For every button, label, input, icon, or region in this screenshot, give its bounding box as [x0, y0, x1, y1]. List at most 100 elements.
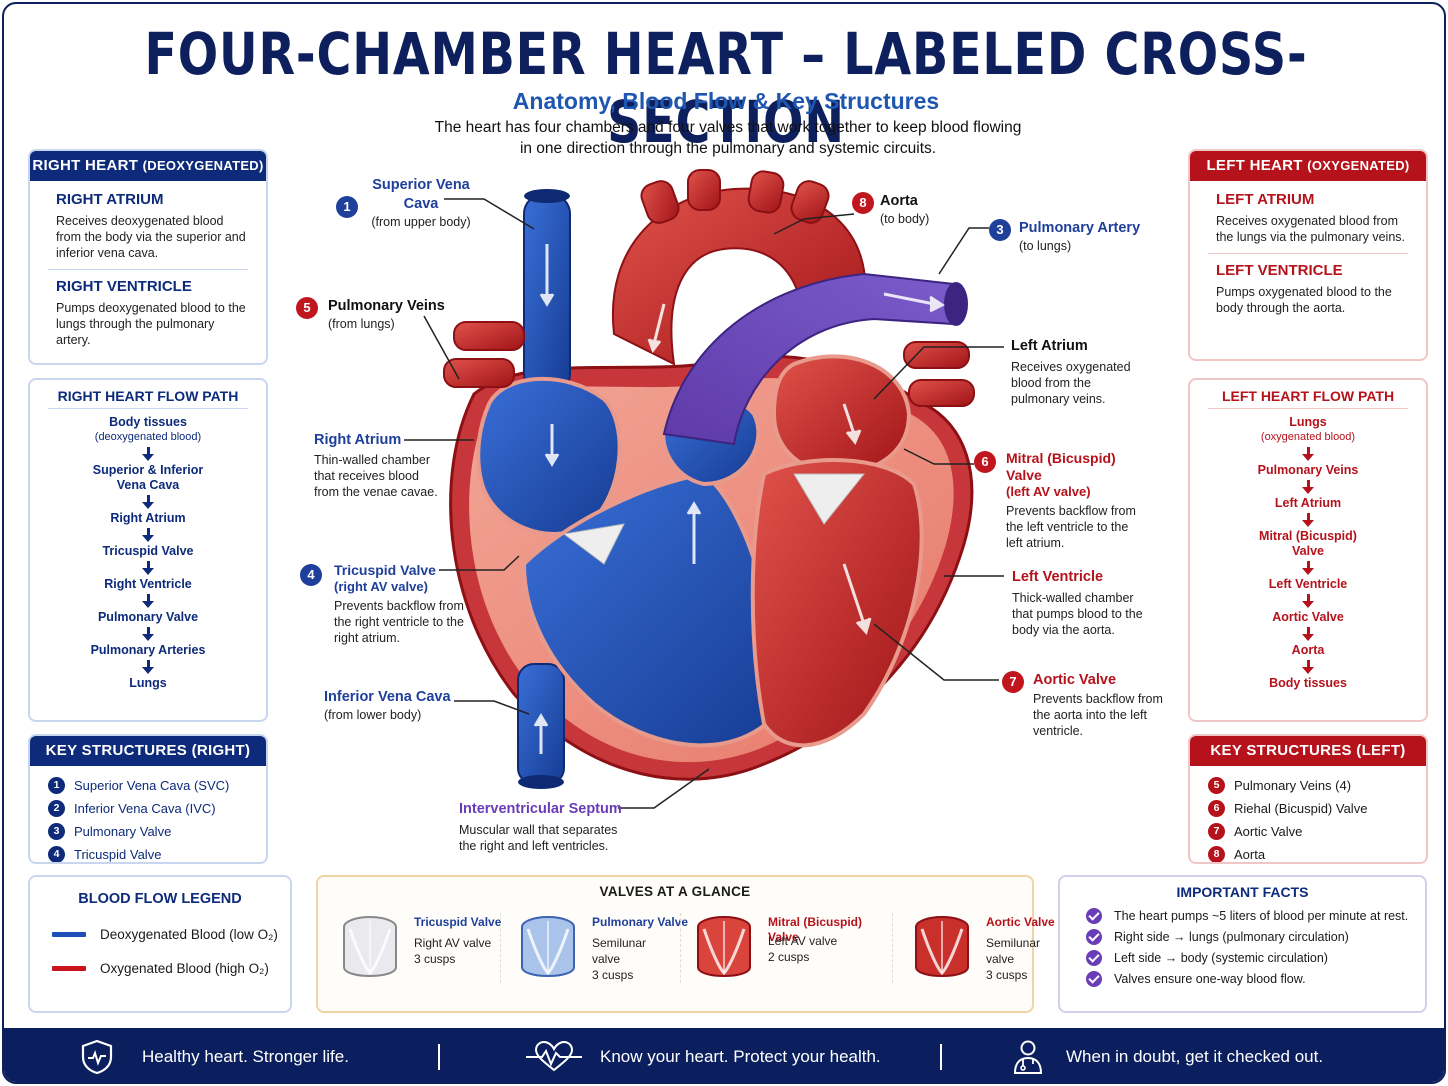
- left-flow-step: Aortic Valve: [1272, 610, 1344, 624]
- facts-title: IMPORTANT FACTS: [1176, 884, 1309, 900]
- right-ventricle-text: Pumps deoxygenated blood to the lungs th…: [56, 301, 246, 347]
- down-arrow-icon: [30, 493, 266, 511]
- down-arrow-icon: [1190, 559, 1426, 577]
- check-icon: [1086, 971, 1102, 987]
- footer-separator-2: [940, 1044, 942, 1070]
- label-aorta: 8 Aorta (to body): [852, 192, 952, 227]
- legend-deoxy-swatch: [52, 931, 86, 937]
- valve-type: Semilunar valve: [592, 936, 647, 966]
- valve-name: Aortic Valve: [986, 915, 1055, 929]
- right-flow-step: Pulmonary Arteries: [90, 643, 206, 657]
- right-heart-header-sub: (DEOXYGENATED): [142, 158, 264, 173]
- fact-text: Left side → body (systemic circulation): [1114, 951, 1328, 965]
- left-flow-list: Lungs (oxygenated blood) Pulmonary Veins…: [1190, 409, 1426, 691]
- label-pulm-artery-sub: (to lungs): [1019, 239, 1072, 253]
- left-atrium-title: LEFT ATRIUM: [1216, 191, 1315, 208]
- key-right-title: KEY STRUCTURES (RIGHT): [30, 736, 266, 766]
- label-septum-text: Muscular wall that separates the right a…: [459, 823, 618, 853]
- pulm-vein-left-1: [453, 321, 525, 351]
- label-pulm-veins-sub: (from lungs): [328, 317, 395, 331]
- key-structure-num: 2: [48, 800, 65, 817]
- key-structure-label: Superior Vena Cava (SVC): [74, 778, 230, 793]
- down-arrow-icon: [1190, 658, 1426, 676]
- label-left-atrium-text: Receives oxygenated blood from the pulmo…: [1011, 360, 1131, 406]
- right-atrium-title: RIGHT ATRIUM: [56, 191, 164, 208]
- valve-cusps: 3 cusps: [592, 968, 634, 982]
- right-heart-panel: RIGHT HEART (DEOXYGENATED) RIGHT ATRIUM …: [28, 149, 268, 365]
- valve-divider: [680, 913, 681, 983]
- key-structure-label: Pulmonary Valve: [74, 824, 172, 839]
- legend-oxy-label: Oxygenated Blood (high O₂): [100, 960, 269, 976]
- left-flow-step: Left Ventricle: [1268, 577, 1348, 591]
- valve-divider: [500, 913, 501, 983]
- valve-type: Left AV valve: [768, 934, 838, 948]
- legend-deoxy: Deoxygenated Blood (low O₂): [52, 917, 290, 951]
- fact-item: Right side → lungs (pulmonary circulatio…: [1086, 929, 1409, 945]
- key-structure-num: 3: [48, 823, 65, 840]
- key-structure-num: 8: [1208, 846, 1225, 862]
- check-icon: [1086, 929, 1102, 945]
- legend-oxy: Oxygenated Blood (high O₂): [52, 951, 290, 985]
- down-arrow-icon: [30, 526, 266, 544]
- label-pulm-veins: 5 Pulmonary Veins (from lungs): [296, 297, 456, 332]
- label-svc-title: Superior Vena Cava: [372, 177, 470, 212]
- flow-arrows: [533, 244, 945, 754]
- right-ventricle-title: RIGHT VENTRICLE: [56, 278, 192, 295]
- down-arrow-icon: [1190, 478, 1426, 496]
- right-flow-step: Right Atrium: [110, 511, 186, 525]
- label-tricuspid-text: Prevents backflow from the right ventric…: [334, 599, 464, 645]
- label-right-atrium-text: Thin-walled chamber that receives blood …: [314, 453, 438, 499]
- key-structure-label: Riehal (Bicuspid) Valve: [1234, 801, 1368, 816]
- label-aorta-num: 8: [852, 192, 874, 214]
- label-tricuspid-title: Tricuspid Valve: [334, 562, 436, 578]
- fact-item: The heart pumps ~5 liters of blood per m…: [1086, 908, 1409, 924]
- label-pulm-artery-num: 3: [989, 219, 1011, 241]
- valve-cusps: 3 cusps: [986, 968, 1028, 982]
- left-flow-step: Mitral (Bicuspid) Valve: [1259, 529, 1357, 558]
- aorta-branch-4: [790, 180, 830, 224]
- label-pulm-veins-num: 5: [296, 297, 318, 319]
- left-heart-header-sub: (OXYGENATED): [1307, 158, 1410, 173]
- left-flow-step: Body tissues: [1269, 676, 1347, 690]
- key-structure-item: 3 Pulmonary Valve: [48, 820, 266, 843]
- label-septum-title: Interventricular Septum: [459, 801, 622, 817]
- fact-text: Right side → lungs (pulmonary circulatio…: [1114, 930, 1349, 944]
- footer-text-1: Healthy heart. Stronger life.: [142, 1047, 349, 1066]
- down-arrow-icon: [1190, 511, 1426, 529]
- label-left-ventricle: Left Ventricle Thick-walled chamber that…: [1012, 568, 1152, 638]
- fact-text: The heart pumps ~5 liters of blood per m…: [1114, 909, 1409, 923]
- label-svc: 1 Superior Vena Cava (from upper body): [334, 176, 484, 230]
- label-mitral-text: Prevents backflow from the left ventricl…: [1006, 504, 1136, 550]
- pulmonary-artery-opening: [944, 282, 968, 326]
- down-arrow-icon: [30, 625, 266, 643]
- right-heart-header: RIGHT HEART (DEOXYGENATED): [30, 151, 266, 181]
- label-aortic-valve-text: Prevents backflow from the aorta into th…: [1033, 692, 1163, 738]
- right-flow-step: Right Ventricle: [104, 577, 192, 591]
- check-icon: [1086, 908, 1102, 924]
- facts-list: The heart pumps ~5 liters of blood per m…: [1060, 908, 1425, 987]
- label-right-atrium: Right Atrium Thin-walled chamber that re…: [314, 431, 444, 500]
- down-arrow-icon: [30, 559, 266, 577]
- left-heart-header-main: LEFT HEART: [1206, 157, 1303, 174]
- left-flow-title: LEFT HEART FLOW PATH: [1221, 388, 1395, 404]
- left-ventricle-title: LEFT VENTRICLE: [1216, 262, 1343, 279]
- valves-title: VALVES AT A GLANCE: [599, 884, 751, 899]
- fact-text: Valves ensure one-way blood flow.: [1114, 972, 1306, 986]
- label-left-atrium: Left Atrium Receives oxygenated blood fr…: [1011, 337, 1141, 407]
- key-structure-num: 6: [1208, 800, 1225, 817]
- label-aortic-valve-num: 7: [1002, 671, 1024, 693]
- legend-panel: BLOOD FLOW LEGEND Deoxygenated Blood (lo…: [28, 875, 292, 1013]
- left-heart-header: LEFT HEART (OXYGENATED): [1190, 151, 1426, 181]
- valve-icon: [343, 916, 397, 977]
- right-flow-step: Pulmonary Valve: [97, 610, 199, 624]
- right-flow-step: Superior & Inferior Vena Cava: [92, 463, 204, 492]
- label-ivc: Inferior Vena Cava (from lower body): [324, 688, 454, 723]
- valve-icon: [521, 916, 575, 977]
